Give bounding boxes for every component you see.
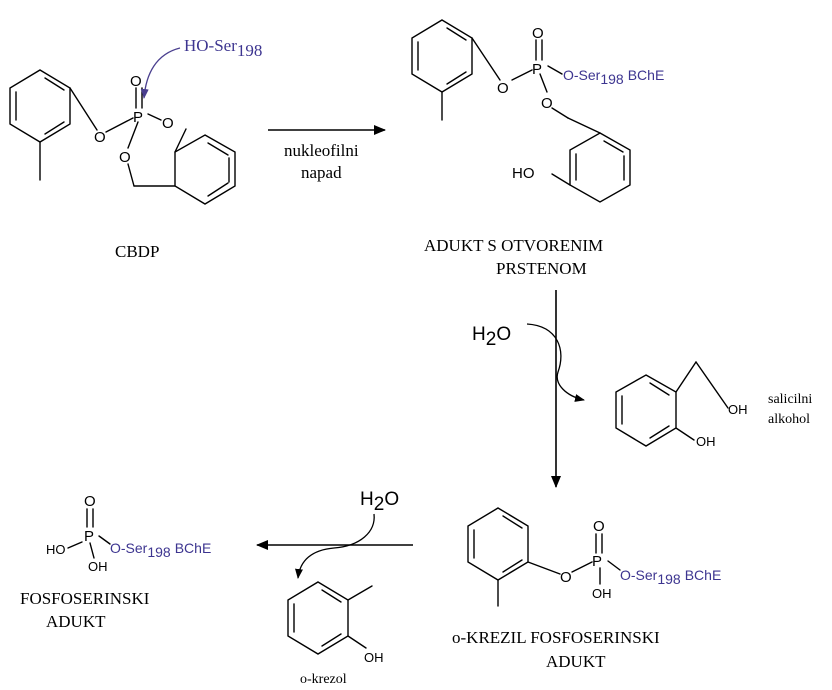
label-krezil-line1: o-KREZIL FOSFOSERINSKI [452,628,660,647]
cbdp-o-aryl: O [94,129,106,146]
o-cresol-molecule: OH [287,581,384,665]
salicyl-oh-2: OH [696,434,716,449]
adduct2-o-double: O [593,518,605,535]
arrow1-label-line1: nukleofilni [284,141,359,160]
label-krezil-line2: ADUKT [546,652,606,671]
label-fosfo-line1: FOSFOSERINSKI [20,589,150,608]
label-adukt-line1: ADUKT S OTVORENIM [424,236,603,255]
cbdp-o-ring1: O [162,115,174,132]
o-cresol-oh: OH [364,650,384,665]
label-cbdp: CBDP [115,242,159,261]
adduct1-ho: HO [512,165,535,182]
nucleophilic-attack-arrow [140,47,181,99]
reagent-ho-ser: HO-Ser198 [184,36,262,60]
arrow1-label-line2: napad [301,163,342,182]
fosfo-ho: HO [46,542,66,557]
salicyl-oh-1: OH [728,402,748,417]
adduct1-o-aryl: O [497,80,509,97]
water-2: H2O [360,489,399,515]
label-salicilni-line1: salicilni [768,392,812,407]
water-2-curved-arrow [295,513,375,579]
label-fosfo-line2: ADUKT [46,612,106,631]
fosfo-o-double: O [84,493,96,510]
cbdp-o-double: O [130,73,142,90]
label-salicilni-line2: alkohol [768,412,810,427]
water-1-curved-arrow [526,323,585,402]
cbdp-o-ring2: O [119,149,131,166]
water-1: H2O [472,324,511,350]
adduct2-p: P [592,553,602,570]
fosfo-p: P [84,528,94,545]
cbdp-molecule: O P O O O [9,69,236,205]
fosfo-oh: OH [88,559,108,574]
adduct1-o-double: O [532,25,544,42]
adduct2-oh: OH [592,586,612,601]
label-adukt-line2: PRSTENOM [496,259,587,278]
adduct1-o-benzyl: O [541,95,553,112]
salicyl-alcohol-molecule: OH OH [615,361,748,449]
label-okrezol: o-krezol [300,672,347,687]
adduct1-p: P [532,61,542,78]
cbdp-p: P [133,109,143,126]
adduct2-o-aryl: O [560,569,572,586]
